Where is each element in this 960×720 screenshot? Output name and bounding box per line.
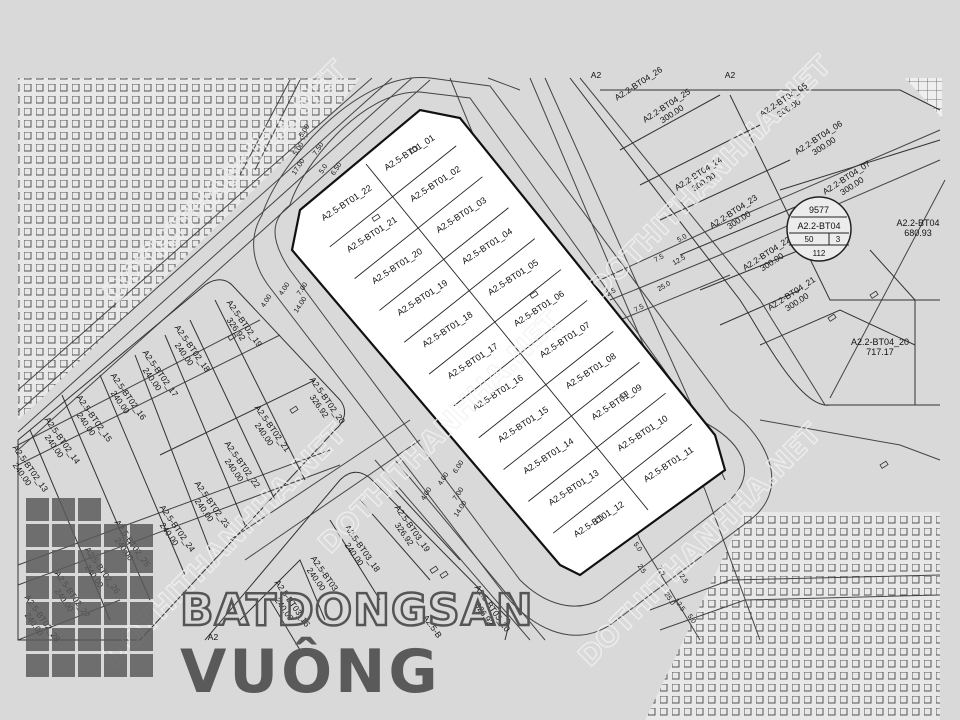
logo-cell — [26, 628, 49, 651]
road-dimension: 2.5 — [605, 287, 617, 298]
logo-cell — [26, 654, 49, 677]
logo-cell — [52, 576, 75, 599]
logo-cell — [104, 524, 127, 547]
svg-text:A2.2-BT04: A2.2-BT04 — [896, 218, 939, 228]
logo-cell — [104, 654, 127, 677]
ring-road-outer — [274, 91, 745, 607]
lot-divider — [329, 145, 457, 248]
badge-bottom: 112 — [813, 249, 826, 258]
logo-cell — [78, 550, 101, 573]
logo-cell — [78, 576, 101, 599]
logo-cell — [104, 576, 127, 599]
ring-road-outer-2 — [253, 77, 773, 636]
svg-text:717.17: 717.17 — [866, 347, 894, 357]
road-dimension: 5.0 — [632, 541, 643, 553]
svg-text:A2: A2 — [725, 70, 736, 80]
road-dimension: 5.0 — [686, 613, 697, 625]
brand-logo: BATDONGSAN VUÔNG — [26, 498, 534, 707]
badge-area: 9577 — [809, 205, 829, 215]
badge-name: A2.2-BT04 — [797, 221, 840, 231]
park-northeast — [905, 78, 942, 118]
logo-cell — [130, 524, 153, 547]
svg-text:A2.2-BT04_20: A2.2-BT04_20 — [851, 337, 909, 347]
logo-cell — [52, 550, 75, 573]
road-dimension: 2.5 — [678, 573, 689, 585]
logo-cell — [52, 654, 75, 677]
block-bt01-outline — [290, 108, 727, 577]
logo-cell — [104, 602, 127, 625]
road-dimension: 2.5 — [636, 563, 647, 575]
lot-label: A2 — [591, 70, 602, 80]
svg-text:A2: A2 — [208, 632, 219, 642]
logo-cell — [78, 628, 101, 651]
lot-marker — [869, 290, 879, 299]
badge-left: 50 — [805, 235, 814, 244]
park-southeast — [645, 512, 940, 720]
badge-right: 3 — [836, 235, 841, 244]
logo-cell — [26, 576, 49, 599]
road-dimension: 5.0 — [318, 163, 329, 175]
logo-cell — [130, 602, 153, 625]
logo-cell — [130, 654, 153, 677]
brand-line1: BATDONGSAN — [180, 585, 534, 636]
lot-marker — [619, 390, 629, 399]
lot-label: A2 — [725, 70, 736, 80]
logo-grid-icon — [26, 498, 153, 677]
block-bt02 — [17, 279, 346, 641]
lot-marker — [289, 405, 299, 414]
lot-marker — [529, 290, 539, 299]
lot-marker — [429, 565, 439, 574]
logo-cell — [26, 602, 49, 625]
road-dimension: 7.5 — [656, 565, 667, 577]
lot-marker — [371, 213, 381, 222]
block-badge: 9577 A2.2-BT04 50 3 112 — [786, 196, 852, 262]
lot-label: A2 — [208, 632, 219, 642]
logo-cell — [26, 550, 49, 573]
logo-cell — [78, 602, 101, 625]
block-spine — [365, 163, 649, 511]
lot-marker — [594, 515, 604, 524]
logo-cell — [52, 602, 75, 625]
lot-marker — [227, 332, 237, 341]
logo-cell — [26, 524, 49, 547]
logo-cell — [104, 628, 127, 651]
road-dimension: 7.5 — [633, 303, 645, 314]
logo-cell — [26, 498, 49, 521]
brand-line2: VUÔNG — [180, 636, 441, 707]
svg-text:A2: A2 — [591, 70, 602, 80]
lot-marker — [879, 460, 889, 469]
logo-cell — [78, 498, 101, 521]
logo-cell — [52, 628, 75, 651]
block-bt04 — [569, 77, 941, 406]
logo-cell — [78, 524, 101, 547]
logo-cell — [52, 524, 75, 547]
lot-marker — [439, 570, 449, 579]
lot-marker — [409, 145, 419, 154]
logo-cell — [78, 654, 101, 677]
lot-marker — [827, 313, 837, 322]
logo-cell — [130, 576, 153, 599]
road-dimension: 5.0 — [676, 233, 688, 244]
logo-cell — [130, 550, 153, 573]
road-dimension: 7.5 — [653, 253, 665, 264]
logo-cell — [104, 550, 127, 573]
logo-cell — [130, 628, 153, 651]
svg-text:680.93: 680.93 — [904, 228, 932, 238]
block-bt03 — [204, 471, 511, 651]
logo-cell — [52, 498, 75, 521]
